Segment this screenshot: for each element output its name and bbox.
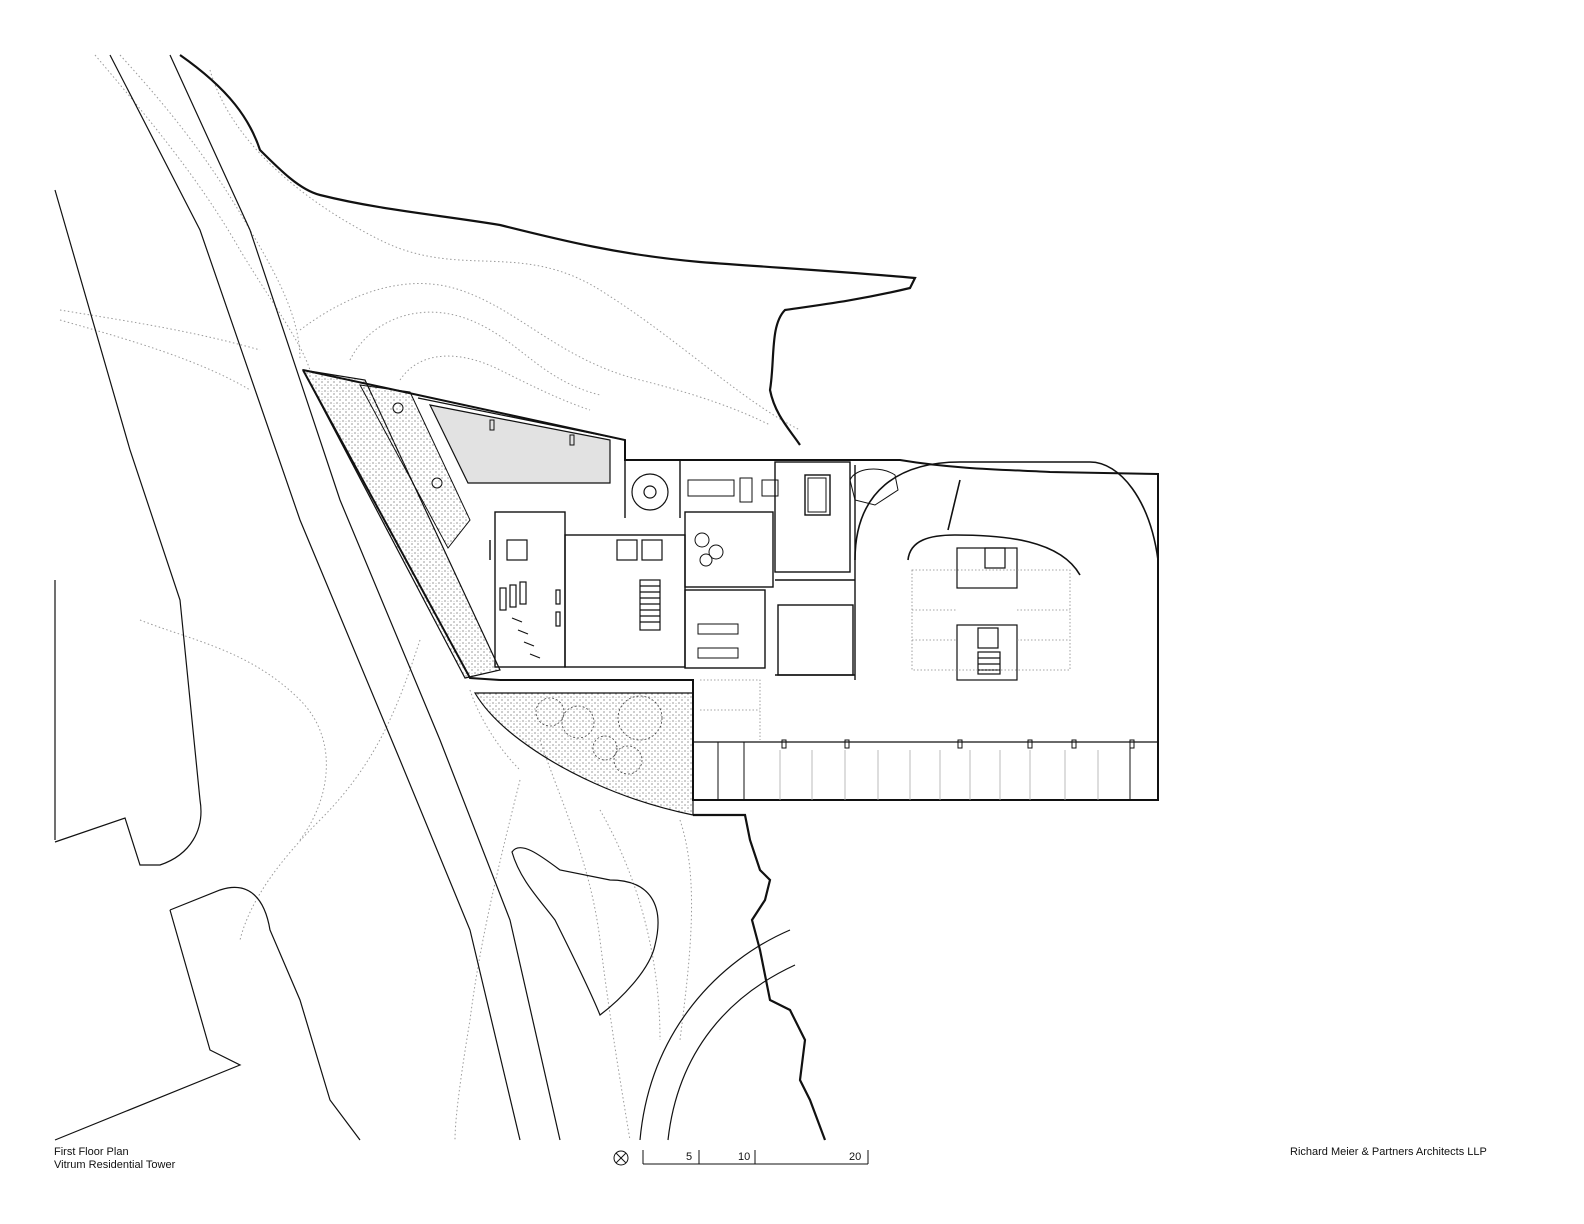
garage-ramp bbox=[854, 461, 1159, 576]
north-arrow-icon bbox=[613, 1150, 629, 1166]
building-outline bbox=[302, 369, 1159, 801]
scale-bar: 5 10 20 bbox=[613, 1150, 869, 1166]
landscape-island bbox=[511, 847, 659, 1016]
access-drive bbox=[639, 929, 796, 1141]
spiral-stair bbox=[631, 473, 669, 511]
lounge-furniture bbox=[687, 468, 899, 659]
firm-credit: Richard Meier & Partners Architects LLP bbox=[1290, 1146, 1487, 1158]
scale-label-5: 5 bbox=[686, 1151, 692, 1163]
roads bbox=[54, 54, 561, 1141]
cores bbox=[506, 473, 1018, 681]
south-terrace bbox=[473, 692, 694, 816]
drawing-title: First Floor Plan bbox=[54, 1146, 129, 1158]
planting-strip bbox=[301, 369, 501, 679]
title-block: First Floor Plan Vitrum Residential Towe… bbox=[54, 1146, 175, 1172]
project-name: Vitrum Residential Tower bbox=[54, 1159, 176, 1171]
interior-walls bbox=[489, 460, 856, 680]
fitness-equipment bbox=[499, 581, 561, 659]
pool bbox=[428, 404, 611, 484]
terrace-trees bbox=[535, 695, 663, 775]
columns bbox=[392, 402, 575, 489]
site-contours bbox=[59, 54, 801, 1141]
shoreline bbox=[179, 54, 917, 1141]
parking-stalls bbox=[700, 569, 1071, 740]
scale-label-20: 20 bbox=[849, 1151, 861, 1163]
south-parking-bays bbox=[693, 739, 1158, 800]
scale-label-10: 10 bbox=[738, 1151, 750, 1163]
